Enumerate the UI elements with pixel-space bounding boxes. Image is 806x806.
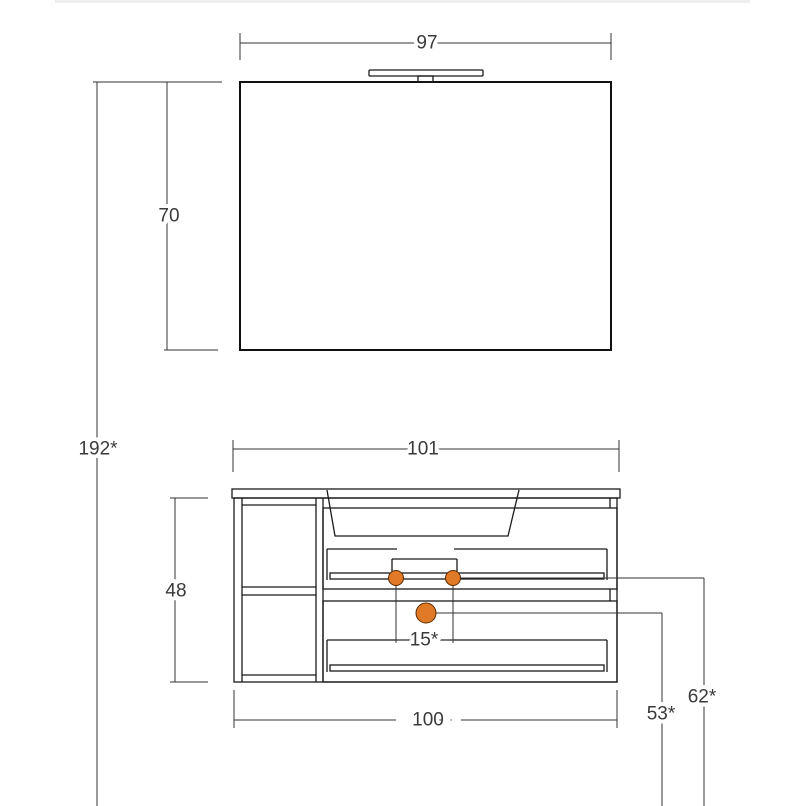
drain-point [415,602,437,624]
dimension-total-height: 192* [74,81,222,806]
water-supply-right-point [445,570,461,586]
label-mirror-height: 70 [158,206,179,227]
label-tap-spacing: 15* [410,630,439,651]
label-supply-height: 62* [688,687,717,708]
water-supply-left-point [388,570,404,586]
dimension-drain-height: 53* [426,612,680,806]
basin [326,489,520,537]
mirror-lamp [368,69,484,77]
lower-drawer [322,600,618,683]
label-drain-height: 53* [647,704,676,725]
label-mirror-width: 97 [416,33,437,54]
lower-handle [329,664,605,672]
dimension-tap-spacing: 15* [395,578,454,655]
label-top-width: 101 [407,439,439,460]
top-divider [55,0,750,3]
mirror [239,69,612,351]
label-total-height: 192* [78,439,118,460]
vanity-cabinet [231,488,621,683]
upper-handle [329,572,605,580]
dimension-cabinet-height: 48 [161,497,208,683]
lamp-stem [417,75,434,83]
dimension-mirror-height: 70 [154,81,222,351]
dimension-cabinet-width: 100 [233,690,618,749]
dimension-supply-height: 62* [453,577,721,806]
countertop [231,488,621,499]
label-cabinet-height: 48 [165,581,186,602]
upper-drawer [322,507,618,590]
dimension-top-width: 101 [232,435,620,472]
label-cabinet-width: 100 [412,710,444,731]
dimension-mirror-width: 97 [239,29,612,60]
